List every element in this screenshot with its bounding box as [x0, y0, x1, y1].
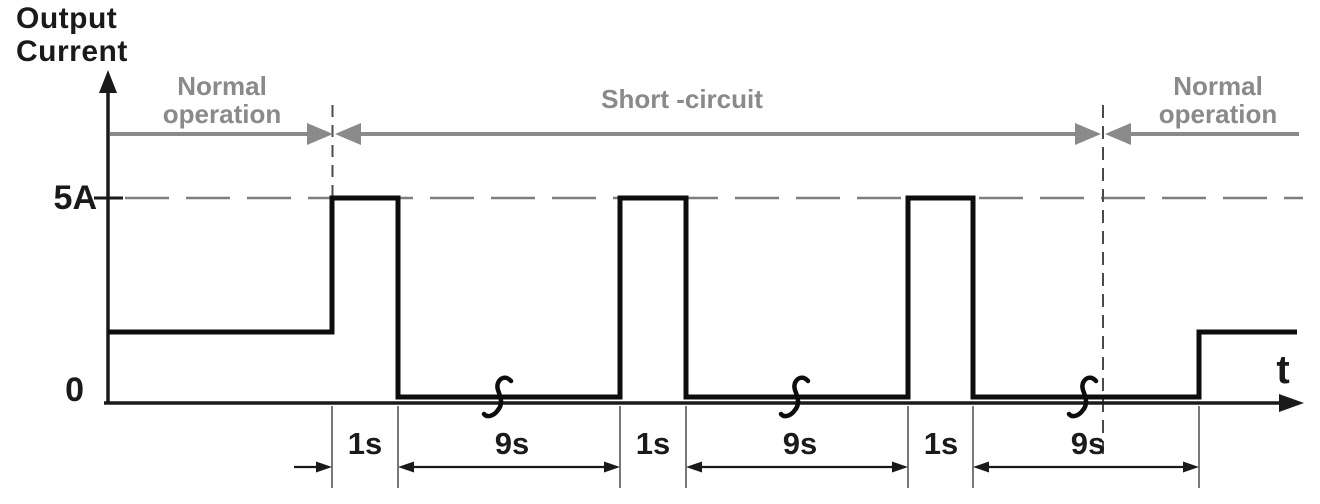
arrowhead-right-icon	[604, 461, 620, 473]
axis-break-squiggles	[481, 375, 1099, 419]
arrowhead-right-icon	[1075, 123, 1101, 145]
region-span-arrow-short-circuit	[335, 123, 1101, 145]
y-axis	[99, 70, 117, 404]
region-label-normal-right: Normal operation	[1158, 71, 1278, 129]
output-current-waveform	[108, 195, 1297, 400]
chart-title: Output Current	[16, 2, 128, 68]
y-tick-5a: 5A	[53, 179, 97, 217]
region-label-normal-left: Normal operation	[162, 71, 282, 129]
timing-label-1s: 1s	[923, 426, 959, 461]
region-span-arrow-normal-left	[110, 123, 333, 145]
axis-break-icon	[481, 375, 514, 419]
y-axis-arrowhead-icon	[99, 70, 117, 93]
arrowhead-left-icon	[686, 461, 702, 473]
region-span-arrow-normal-right	[1105, 123, 1299, 145]
arrowhead-left-icon	[1105, 123, 1131, 145]
arrowhead-left-icon	[973, 461, 989, 473]
dimension-extension-lines	[331, 406, 1200, 488]
arrowhead-right-icon	[892, 461, 908, 473]
y-tick-0: 0	[65, 371, 84, 409]
region-label-short-circuit: Short -circuit	[601, 84, 763, 114]
arrowhead-right-icon	[316, 461, 332, 473]
x-axis-arrowhead-icon	[1279, 394, 1304, 412]
x-axis-label-t: t	[1276, 348, 1290, 392]
timing-label-1s: 1s	[347, 426, 383, 461]
arrowhead-right-icon	[307, 123, 333, 145]
timing-label-9s: 9s	[494, 426, 530, 461]
axis-break-icon	[1066, 375, 1099, 419]
timing-label-9s: 9s	[1070, 426, 1106, 461]
axis-break-icon	[778, 375, 811, 419]
dimension-arrows	[294, 461, 1199, 473]
arrowhead-left-icon	[398, 461, 414, 473]
timing-label-9s: 9s	[782, 426, 818, 461]
arrowhead-left-icon	[335, 123, 361, 145]
arrowhead-right-icon	[1183, 461, 1199, 473]
timing-label-1s: 1s	[635, 426, 671, 461]
